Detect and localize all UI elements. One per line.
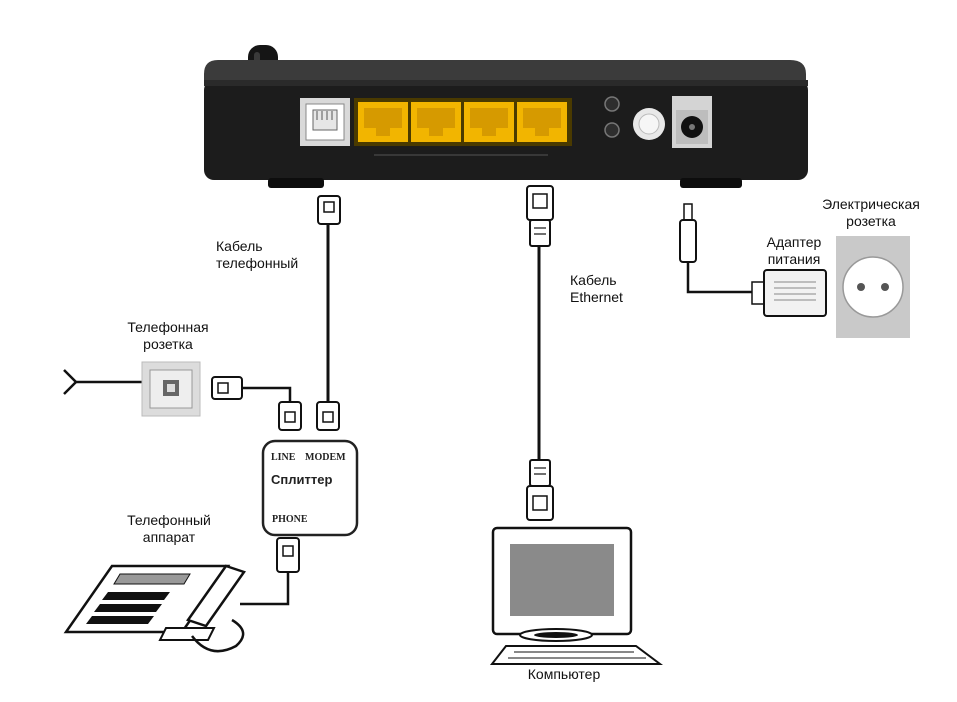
phone-cable-label-line1: Кабель <box>216 238 263 254</box>
power-cable <box>686 262 762 294</box>
phone-socket-label-line1: Телефонная <box>127 319 209 335</box>
power-plug <box>679 203 697 263</box>
splitter <box>261 439 359 537</box>
line-cable <box>243 386 292 402</box>
lan-port <box>411 102 461 142</box>
power-outlet-label: Электрическая розетка <box>806 196 936 230</box>
router-foot <box>268 178 324 188</box>
computer-label: Компьютер <box>527 666 601 682</box>
power-outlet-label-line1: Электрическая <box>822 196 920 212</box>
telephone-label: Телефонный аппарат <box>114 512 224 546</box>
power-adapter-label: Адаптер питания <box>756 234 832 268</box>
power-adapter-label-line1: Адаптер <box>766 234 822 250</box>
computer <box>489 526 663 665</box>
wps-button <box>604 96 620 112</box>
power-jack <box>672 96 712 148</box>
lan-port <box>464 102 514 142</box>
splitter-title: Сплиттер <box>271 472 333 487</box>
wlan-button <box>604 122 620 138</box>
rj11-plug-splitter-modem <box>316 401 340 431</box>
telephone <box>63 564 246 653</box>
phone-set-cable <box>240 572 290 606</box>
dsl-port <box>300 98 350 146</box>
phone-cable-label: Кабель телефонный <box>216 238 298 272</box>
rj45-plug-router <box>526 185 554 247</box>
ethernet-cable-label-line2: Ethernet <box>570 289 623 305</box>
router <box>204 45 808 188</box>
rj11-plug-router <box>317 195 341 225</box>
splitter-line-label: LINE <box>271 452 296 463</box>
router-foot <box>680 178 742 188</box>
rj11-plug-wall <box>211 376 243 400</box>
wall-wire <box>63 369 142 395</box>
ethernet-cable-label-line1: Кабель <box>570 272 617 288</box>
splitter-phone-label: PHONE <box>272 514 308 525</box>
lan-ports <box>354 98 572 156</box>
phone-socket-label-line2: розетка <box>143 336 193 352</box>
power-adapter-label-line2: питания <box>767 251 821 267</box>
power-adapter <box>751 269 827 317</box>
rj11-plug-splitter-line <box>278 401 302 431</box>
ethernet-cable-label: Кабель Ethernet <box>570 272 623 306</box>
rj45-plug-computer <box>526 459 554 521</box>
power-outlet-label-line2: розетка <box>846 213 896 229</box>
telephone-label-line1: Телефонный <box>127 512 211 528</box>
rj11-plug-splitter-phone <box>276 537 300 573</box>
power-outlet <box>836 236 910 338</box>
lan-port <box>517 102 567 142</box>
splitter-modem-label: MODEM <box>305 452 346 463</box>
lan-port <box>358 102 408 142</box>
phone-socket-label: Телефонная розетка <box>113 319 223 353</box>
phone-wall-socket <box>141 361 201 417</box>
phone-cable-label-line2: телефонный <box>216 255 299 271</box>
telephone-label-line2: аппарат <box>142 529 196 545</box>
